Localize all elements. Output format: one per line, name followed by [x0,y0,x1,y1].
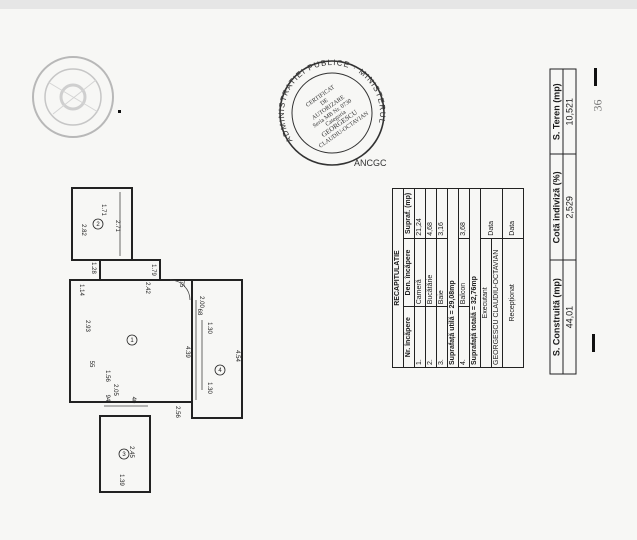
col-header: Nr. încăpere [403,306,415,368]
cell: 4,68 [425,188,437,239]
room-number: 3 [122,452,126,458]
executant-label: Executant [480,238,492,368]
table-row: 1. Cameră 21,24 [414,188,426,368]
table-row: 4. Balcon 3,68 [458,188,470,368]
floor-plan: 2 1 3 4 2.82 2.71 1.71 1.28 1.79 2.42 1.… [69,187,243,493]
cell: 2. [425,306,437,368]
executant-name: GEORGESCU CLAUDIU-OCTAVIAN [491,238,503,368]
official-stamp: ADMINISTRATIEI PUBLICE · MINISTERUL CERT… [272,58,392,168]
dimension-label: 2.05 [112,384,118,396]
summary-header: Cotă indiviză (%) [550,154,563,261]
cell: 21,24 [414,188,426,239]
dimension-label: 2.82 [80,224,86,236]
dimension-label: 1.79 [150,264,156,276]
stamp-line: DE [320,97,330,107]
dimension-label: 4.54 [234,350,240,362]
col-header: Den. încăpere [403,238,415,307]
top-bar [0,0,637,9]
dimension-label: 1.71 [100,204,106,216]
summary-container: S. Construită (mp) Cotă indiviză (%) S. … [546,69,580,378]
dimension-label: 55 [88,361,94,368]
dimension-label: 2.71 [114,220,120,232]
summary-table: S. Construită (mp) Cotă indiviză (%) S. … [550,69,577,375]
dimension-label: 1.28 [90,262,96,274]
room-number: 2 [96,222,100,228]
col-header: Supraf. (mp) [403,188,415,239]
cell: 4. [458,306,470,368]
scanned-document [0,9,637,540]
dimension-label: 2.93 [84,320,90,332]
summary-value: 2,529 [563,154,576,261]
summary-header: S. Construită (mp) [550,260,563,374]
cell: Bucătărie [425,238,437,307]
dimension-label: 2.00 [198,296,204,308]
summary-value: 44,01 [563,260,576,374]
dimension-label: 1.30 [206,382,212,394]
receptionat-label: Recepționat [502,238,524,368]
margin-mark [594,68,597,86]
dimension-label: 2.45 [128,446,134,458]
dimension-label: 94 [104,395,110,402]
dimension-label: 1.14 [78,284,84,296]
useful-area: Suprafață utilă = 29,08mp [447,188,459,368]
dimension-label: 2.42 [144,282,150,294]
date-label: Data [502,188,524,239]
dimension-label: 4.39 [184,346,190,358]
margin-mark [592,334,595,352]
stamp-tag: ANCGC [354,158,387,168]
cell: Cameră [414,238,426,307]
recap-table-container: RECAPITULATIE Nr. încăpere Den. încăpere… [384,188,534,368]
dimension-label: 1.39 [118,474,124,486]
dot-mark [118,110,121,113]
total-area: Suprafață totală = 32,76mp [469,188,481,368]
dimension-label: 40 [130,397,136,404]
cell: 3. [436,306,448,368]
cell: 1. [414,306,426,368]
faded-stamp-icon [32,56,114,138]
room-number: 1 [130,338,134,344]
dimension-label: 75 [178,281,184,288]
recap-table: RECAPITULATIE Nr. încăpere Den. încăpere… [392,188,524,368]
recap-title: RECAPITULATIE [392,188,404,368]
dimension-label: 2.56 [174,406,180,418]
summary-value: 10,521 [563,69,576,155]
table-row: 3. Baie 3,16 [436,188,448,368]
cell: 3,16 [436,188,448,239]
room-number: 4 [218,368,222,374]
table-row: 2. Bucătărie 4,68 [425,188,437,368]
cell: Baie [436,238,448,307]
dimension-label: 68 [196,309,202,316]
date-label: Data [480,188,503,239]
cell: 3,68 [458,188,470,239]
summary-header: S. Teren (mp) [550,69,563,155]
dimension-label: 1.56 [104,370,110,382]
cell: Balcon [458,238,470,307]
handwritten-note: 36 [590,99,605,112]
dimension-label: 1.30 [206,322,212,334]
